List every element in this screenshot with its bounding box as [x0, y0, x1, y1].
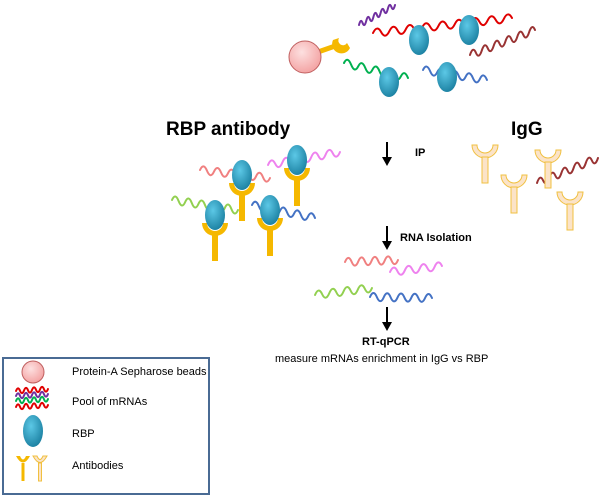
antibody-cup	[202, 223, 228, 236]
mrna-strand	[369, 292, 433, 303]
rbp-protein	[205, 200, 225, 230]
rbp-protein	[437, 62, 457, 92]
antibody-cup	[534, 149, 562, 164]
igg-antibody	[500, 174, 528, 214]
step-rna-isolation-label: RNA Isolation	[400, 232, 472, 244]
legend: Protein-A Sepharose beads Pool of mRNAs …	[2, 357, 210, 495]
protein-a-bead	[288, 40, 322, 74]
rtqpcr-description: measure mRNAs enrichment in IgG vs RBP	[275, 353, 489, 365]
rbp-protein	[232, 160, 252, 190]
rbp-protein	[459, 15, 479, 45]
antibody-stem	[510, 186, 518, 214]
legend-label-mrnas: Pool of mRNAs	[72, 396, 148, 408]
antibody-stem	[267, 230, 273, 256]
antibody-stem	[566, 203, 574, 231]
mrna-pool-icon	[15, 385, 49, 411]
antibody-stem	[544, 161, 552, 189]
bead-icon	[21, 360, 45, 384]
arrow-ip	[382, 142, 392, 166]
mrna-strand	[469, 26, 536, 57]
antibody-cup	[556, 191, 584, 206]
antibody-cup	[32, 455, 48, 463]
bead-antibody	[332, 38, 350, 54]
antibody-stem	[239, 195, 245, 221]
mrna-strand	[372, 13, 513, 37]
mrna-strand	[15, 401, 49, 411]
igg-antibody	[534, 149, 562, 189]
arrow-rtqpcr	[382, 307, 392, 331]
rbp-antibody-title: RBP antibody	[166, 119, 291, 140]
rbp-specific-antibody	[257, 218, 283, 256]
mrna-strand	[343, 58, 409, 81]
antibody-cup	[257, 218, 283, 231]
step-ip-label: IP	[415, 147, 426, 159]
mrna-strand	[314, 284, 373, 299]
legend-label-rbp: RBP	[72, 428, 95, 440]
antibody-stem	[38, 462, 42, 482]
rbp-protein	[379, 67, 399, 97]
mrna-strand	[15, 395, 49, 405]
rbp-specific-antibody	[202, 223, 228, 261]
igg-antibody	[556, 191, 584, 231]
antibody-cup	[16, 456, 30, 463]
rbp-protein	[409, 25, 429, 55]
mrna-strand	[344, 255, 399, 267]
mrna-strand	[389, 261, 443, 276]
rbp-protein	[287, 145, 307, 175]
legend-label-beads: Protein-A Sepharose beads	[72, 366, 207, 378]
antibody-cup	[229, 183, 255, 196]
legend-label-antibodies: Antibodies	[72, 460, 124, 472]
antibody-cup	[471, 144, 499, 159]
mrna-strand	[171, 195, 239, 215]
rbp-specific-antibody	[284, 168, 310, 206]
igg-antibody	[471, 144, 499, 184]
rbp-icon	[23, 415, 43, 447]
antibody-cup	[284, 168, 310, 181]
mrna-strand	[15, 390, 49, 400]
legend-icons	[15, 360, 49, 482]
step-rtqpcr-label: RT-qPCR	[362, 336, 410, 348]
arrow-rna-isolation	[382, 226, 392, 250]
antibody-cup	[500, 174, 528, 189]
igg-title: IgG	[511, 119, 543, 140]
antibody-stem	[21, 463, 25, 481]
antibody-stem	[481, 156, 489, 184]
antibody-stem	[294, 180, 300, 206]
rbp-protein	[260, 195, 280, 225]
rbp-specific-antibody	[229, 183, 255, 221]
antibody-stem	[212, 235, 218, 261]
antibodies-icon	[16, 455, 48, 482]
mrna-strand	[15, 385, 49, 395]
mrna-strand	[358, 3, 396, 27]
